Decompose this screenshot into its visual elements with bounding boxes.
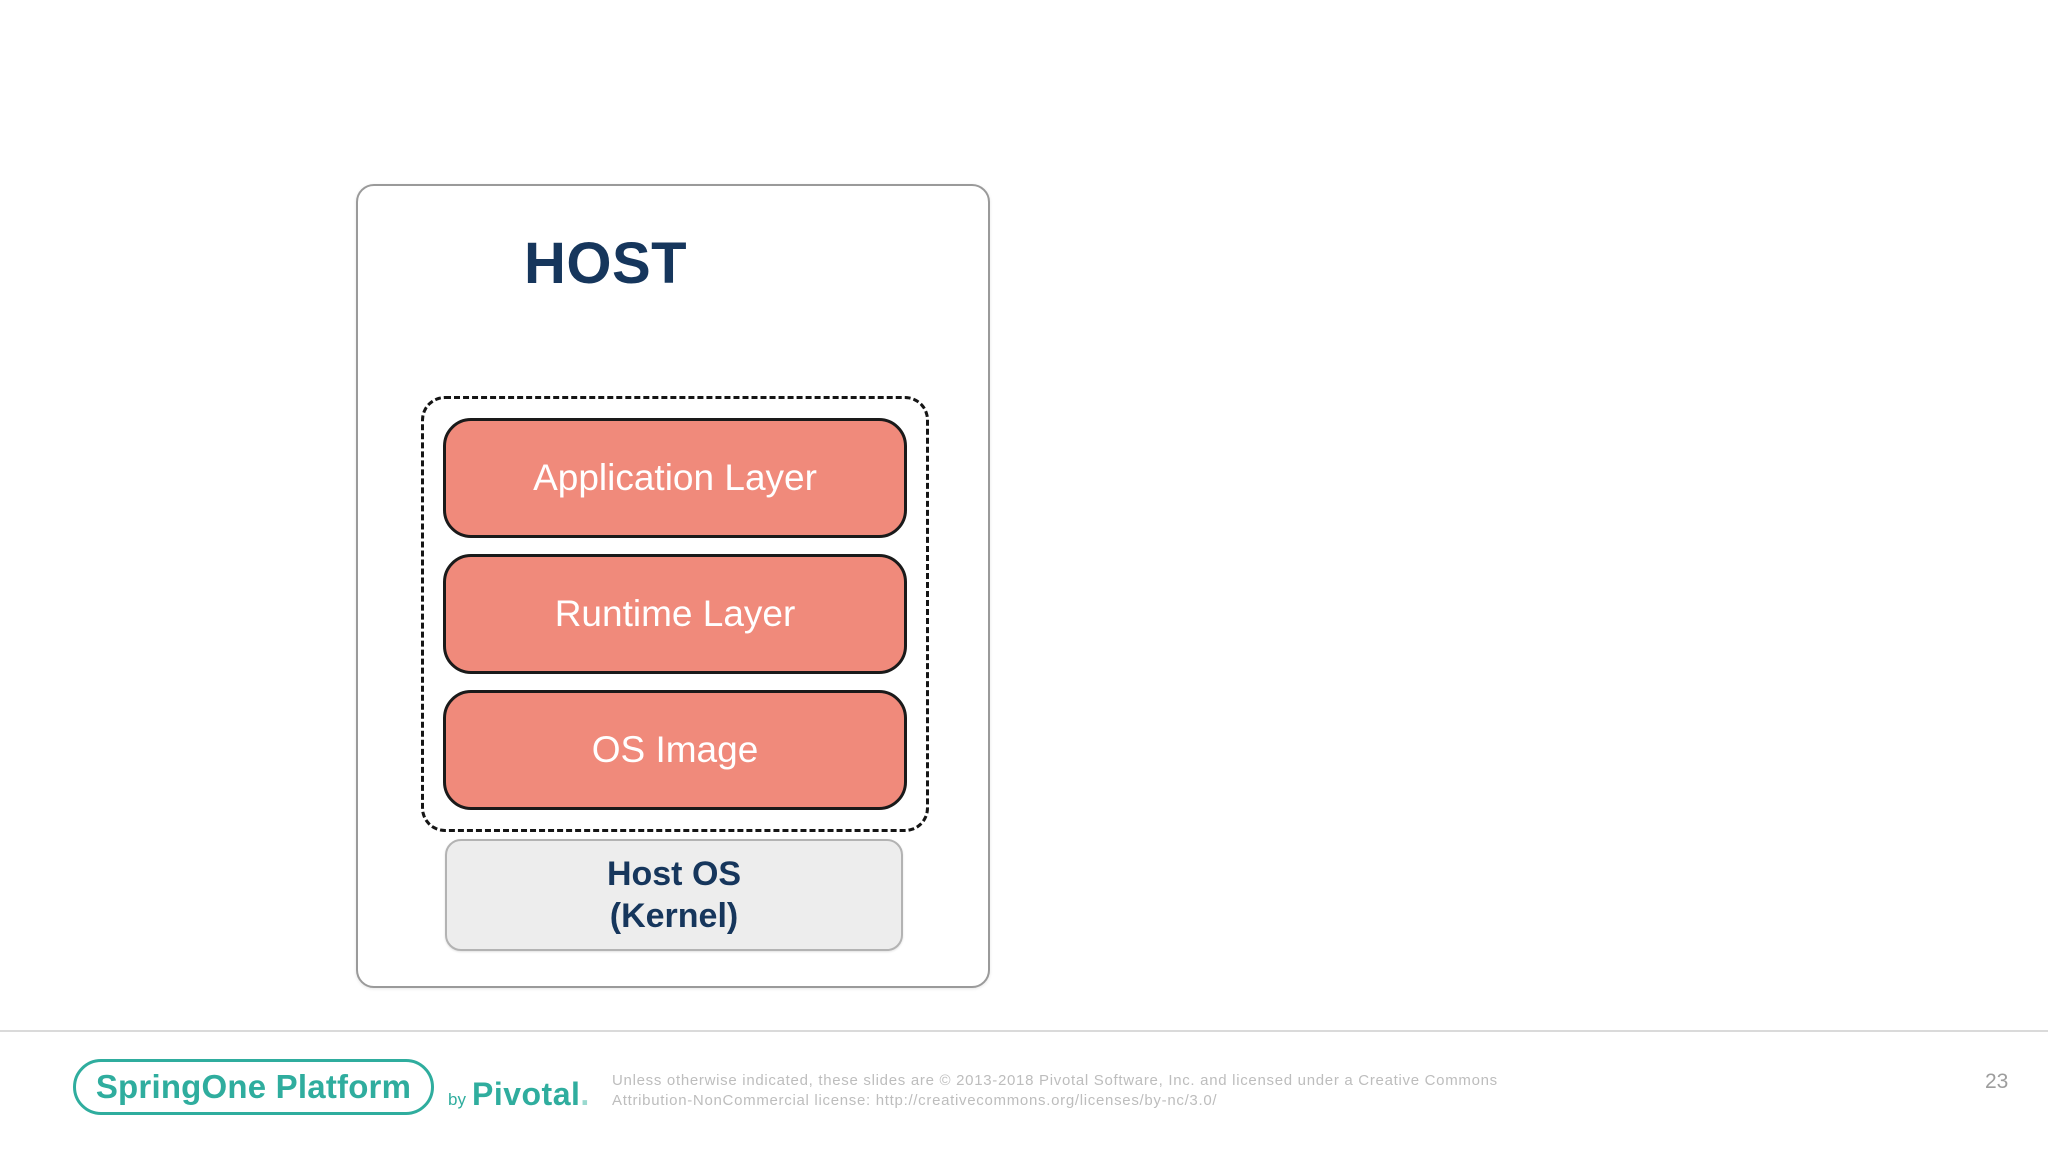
license-text: Unless otherwise indicated, these slides… — [612, 1071, 1498, 1111]
application-layer-box: Application Layer — [443, 418, 907, 538]
footer-divider — [0, 1030, 2048, 1032]
pivotal-brand-text: Pivotal — [471, 1076, 581, 1112]
host-title: HOST — [524, 231, 688, 296]
runtime-layer-box: Runtime Layer — [443, 554, 907, 674]
license-line-1: Unless otherwise indicated, these slides… — [612, 1072, 1498, 1089]
container-image-dashed-group: Application Layer Runtime Layer OS Image — [421, 396, 929, 832]
pivotal-brand-dot: . — [580, 1076, 590, 1112]
page-number: 23 — [1985, 1070, 2009, 1093]
springone-platform-logo: SpringOne Platform — [73, 1059, 434, 1115]
by-pivotal-logo: by Pivotal . — [448, 1066, 590, 1112]
license-line-2: Attribution-NonCommercial license: http:… — [612, 1092, 1218, 1109]
host-os-label-line1: Host OS — [606, 855, 742, 893]
os-image-box: OS Image — [443, 690, 907, 810]
springone-platform-logo-text: SpringOne Platform — [95, 1068, 412, 1105]
host-container-box: HOST Application Layer Runtime Layer OS … — [356, 184, 990, 988]
host-os-kernel-box: Host OS (Kernel) — [445, 839, 903, 951]
byline-prefix: by — [448, 1090, 466, 1109]
host-os-label-line2: (Kernel) — [609, 897, 739, 935]
